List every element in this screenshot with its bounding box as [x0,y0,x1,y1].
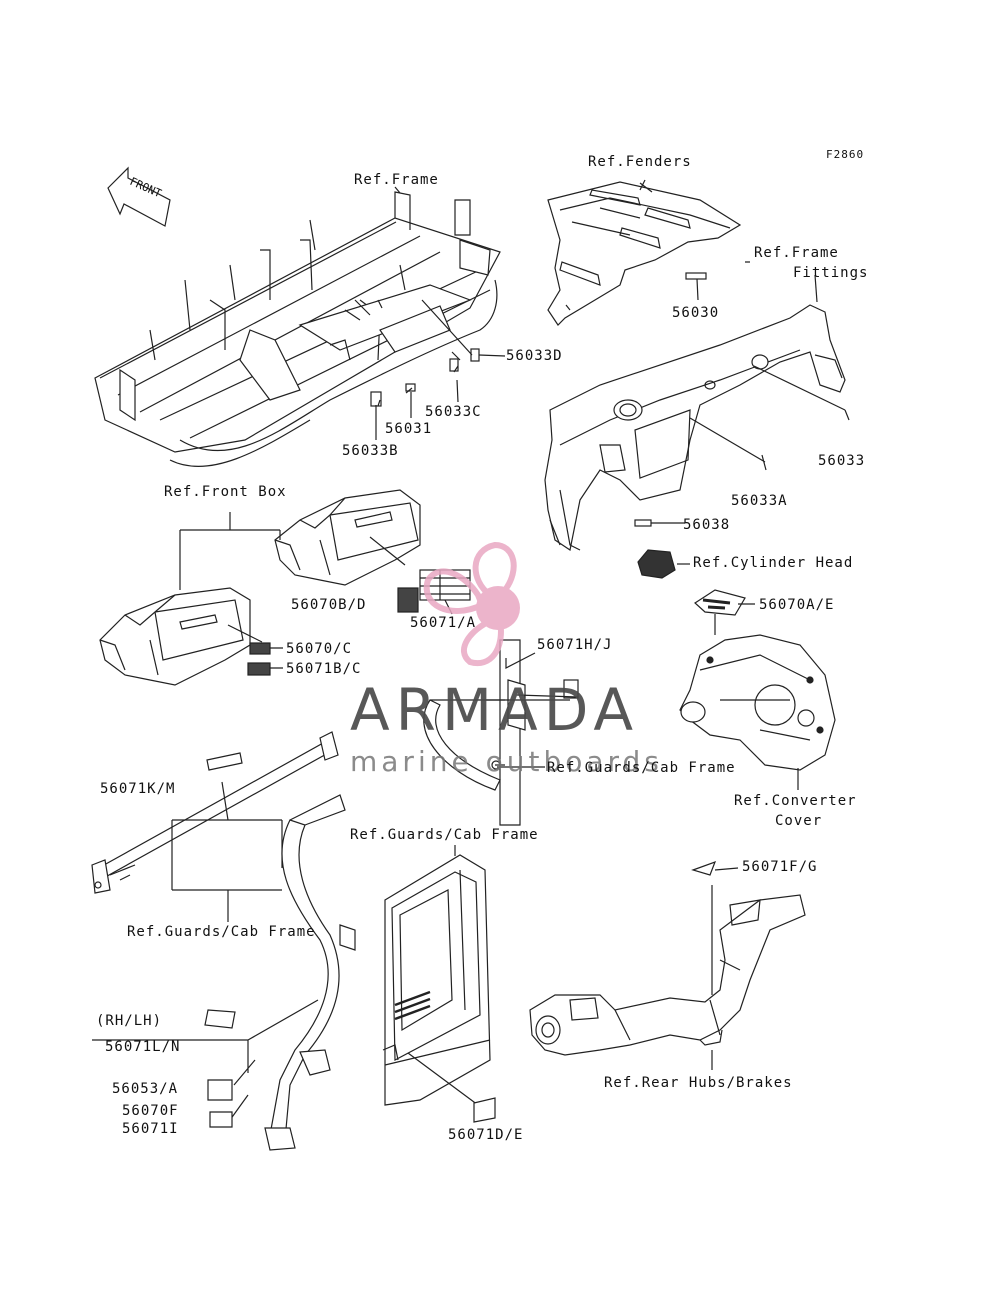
part-56071F-G[interactable]: 56071F/G [742,859,818,875]
label-ref-frame[interactable]: Ref.Frame [354,172,439,188]
fender-assembly [547,179,742,326]
front-box-lower [99,587,251,686]
label-ref-frame-fittings-2[interactable]: Fittings [793,265,869,281]
watermark-tagline: marine outboards [350,745,663,778]
rear-guard-tube [264,794,356,1151]
frame-assembly [94,191,501,468]
frame-fittings-assembly [544,304,846,551]
part-56071L-N[interactable]: 56071L/N [105,1039,181,1055]
part-56033A[interactable]: 56033A [731,493,788,509]
cross-bar [91,731,339,894]
part-56071H-J[interactable]: 56071H/J [537,637,613,653]
part-56033C[interactable]: 56033C [425,404,482,420]
label-ref-converter-cover[interactable]: Ref.Converter [734,793,857,809]
label-ref-front-box[interactable]: Ref.Front Box [164,484,287,500]
part-56071-A[interactable]: 56071/A [410,615,477,631]
part-56030[interactable]: 56030 [672,305,720,321]
part-56070A-E[interactable]: 56070A/E [759,597,835,613]
label-ref-guards-cab-frame-2[interactable]: Ref.Guards/Cab Frame [350,827,539,843]
label-ref-frame-fittings[interactable]: Ref.Frame [754,245,839,261]
label-ref-converter-cover-2[interactable]: Cover [775,813,823,829]
label-ref-cylinder-head[interactable]: Ref.Cylinder Head [693,555,854,571]
part-56070F[interactable]: 56070F [122,1103,179,1119]
part-56033B[interactable]: 56033B [342,443,399,459]
part-56071D-E[interactable]: 56071D/E [448,1127,524,1143]
part-56070B-D[interactable]: 56070B/D [291,597,367,613]
part-56038[interactable]: 56038 [683,517,731,533]
part-56031[interactable]: 56031 [385,421,433,437]
part-56071B-C[interactable]: 56071B/C [286,661,362,677]
part-56071K-M[interactable]: 56071K/M [100,781,176,797]
door-panel [382,854,491,1106]
part-56053-A[interactable]: 56053/A [112,1081,179,1097]
part-56071I[interactable]: 56071I [122,1121,179,1137]
rear-hub-assembly [529,894,806,1056]
label-ref-rear-hubs-brakes[interactable]: Ref.Rear Hubs/Brakes [604,1075,793,1091]
diagram-code: F2860 [826,148,865,161]
label-ref-guards-cab-frame-1[interactable]: Ref.Guards/Cab Frame [547,760,736,776]
label-rh-lh: (RH/LH) [96,1013,163,1029]
label-ref-guards-cab-frame-3[interactable]: Ref.Guards/Cab Frame [127,924,316,940]
part-56033D[interactable]: 56033D [506,348,563,364]
converter-cover [679,634,836,771]
center-guard [423,639,526,826]
front-arrow-icon: FRONT [107,166,171,227]
part-56070-C[interactable]: 56070/C [286,641,353,657]
front-box-upper [274,489,421,586]
watermark-brand: ARMADA [350,676,640,744]
part-56033[interactable]: 56033 [818,453,866,469]
watermark-propeller-icon [423,541,520,667]
label-ref-fenders[interactable]: Ref.Fenders [588,154,692,170]
